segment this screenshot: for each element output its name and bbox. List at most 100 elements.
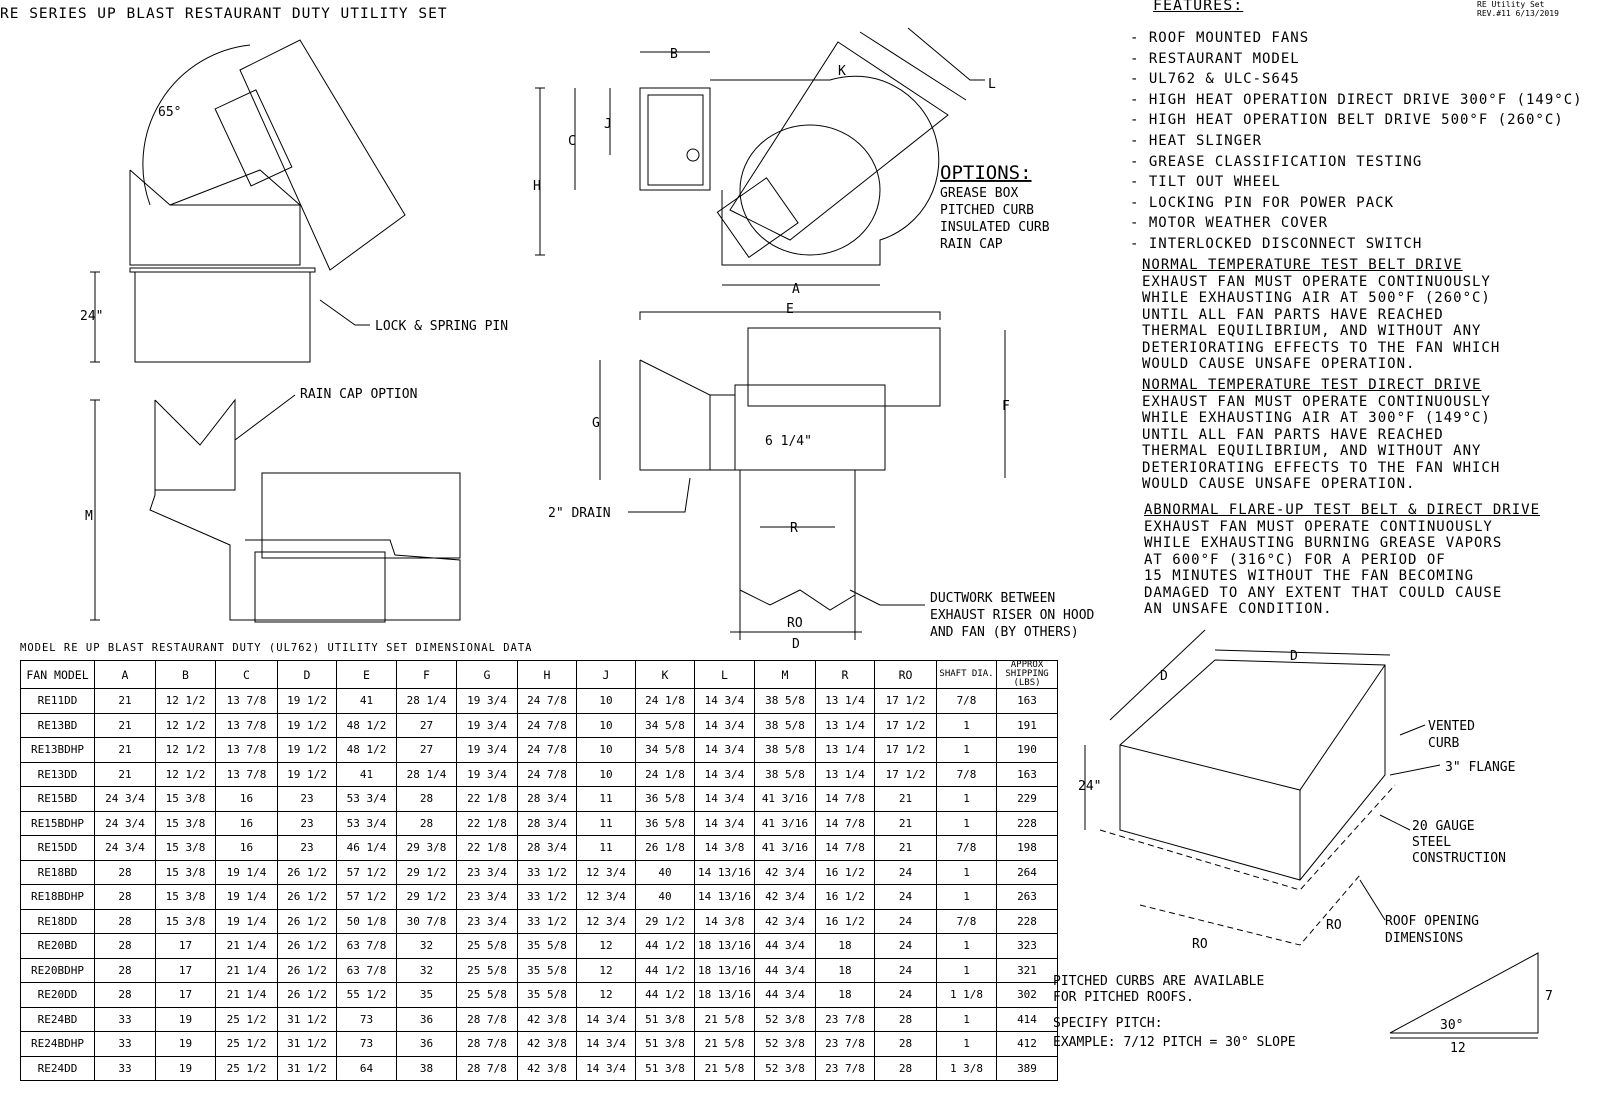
- dim-c-label: C: [568, 134, 576, 149]
- table-cell: 38 5/8: [754, 688, 816, 714]
- dim-d-label: D: [792, 637, 800, 652]
- test-line: EXHAUST FAN MUST OPERATE CONTINUOUSLY: [1144, 518, 1493, 535]
- table-cell: 19 1/2: [277, 712, 337, 738]
- table-cell: 42 3/4: [754, 859, 816, 885]
- table-cell: 21: [874, 835, 937, 861]
- pitch-example: EXAMPLE: 7/12 PITCH = 30° SLOPE: [1053, 1035, 1296, 1050]
- table-cell: 17 1/2: [874, 761, 937, 787]
- table-cell: 1: [936, 884, 997, 910]
- table-cell: 33 1/2: [517, 884, 577, 910]
- table-cell: 13 7/8: [215, 761, 278, 787]
- table-cell: 30 7/8: [396, 908, 457, 934]
- table-cell: 1 3/8: [936, 1055, 997, 1081]
- test-line: 15 MINUTES WITHOUT THE FAN BECOMING: [1144, 568, 1475, 584]
- table-cell: 52 3/8: [754, 1031, 816, 1057]
- test-line: EXHAUST FAN MUST OPERATE CONTINUOUSLY: [1142, 393, 1491, 410]
- table-cell: 163: [996, 761, 1058, 787]
- table-cell: 14 13/16: [694, 884, 755, 910]
- table-cell: 1: [936, 1031, 997, 1057]
- column-header: SHAFT DIA.: [936, 660, 997, 689]
- table-cell: 35 5/8: [517, 957, 577, 983]
- table-cell: 19 3/4: [456, 737, 518, 763]
- table-cell: 41 3/16: [754, 786, 816, 812]
- table-cell: 44 3/4: [754, 982, 816, 1008]
- table-cell: 44 1/2: [635, 982, 695, 1008]
- table-cell: 321: [996, 957, 1058, 983]
- pitch-angle-label: 30°: [1440, 1018, 1463, 1033]
- table-cell: 15 3/8: [155, 859, 216, 885]
- feature-item: - UL762 & ULC-S645: [1130, 71, 1300, 88]
- specify-pitch: SPECIFY PITCH:: [1053, 1016, 1163, 1031]
- table-cell: 15 3/8: [155, 884, 216, 910]
- table-cell: 26 1/2: [277, 859, 337, 885]
- curb-d-label-side: D: [1160, 669, 1168, 684]
- curb-ro-label: RO: [1192, 937, 1208, 952]
- table-cell: 13 1/4: [815, 688, 875, 714]
- column-header: R: [815, 660, 875, 689]
- table-cell: 12 1/2: [155, 737, 216, 763]
- table-cell: 7/8: [936, 835, 997, 861]
- table-cell: 14 3/4: [694, 712, 755, 738]
- table-cell: 1: [936, 712, 997, 738]
- table-cell: 26 1/8: [635, 835, 695, 861]
- table-cell: 18 13/16: [694, 982, 755, 1008]
- feature-item: - RESTAURANT MODEL: [1130, 50, 1300, 67]
- test-line: WOULD CAUSE UNSAFE OPERATION.: [1142, 476, 1416, 492]
- table-cell: 18: [815, 982, 875, 1008]
- table-cell: 23 7/8: [815, 1006, 875, 1032]
- feature-item: - TILT OUT WHEEL: [1130, 174, 1281, 191]
- dim-6-1-4-label: 6 1/4": [765, 434, 812, 449]
- table-cell: 25 5/8: [456, 933, 518, 959]
- table-cell: 33: [94, 1006, 156, 1032]
- table-cell: 15 3/8: [155, 835, 216, 861]
- table-cell: 26 1/2: [277, 957, 337, 983]
- table-cell: 44 1/2: [635, 933, 695, 959]
- table-cell: 10: [576, 761, 636, 787]
- rain-cap-option-label: RAIN CAP OPTION: [300, 387, 417, 402]
- table-cell: 389: [996, 1055, 1058, 1081]
- table-cell: 7/8: [936, 908, 997, 934]
- table-cell: 28 1/4: [396, 761, 457, 787]
- option-item: INSULATED CURB: [940, 220, 1050, 235]
- test-line: DETERIORATING EFFECTS TO THE FAN WHICH: [1142, 339, 1501, 356]
- feature-item: - HIGH HEAT OPERATION DIRECT DRIVE 300°F…: [1130, 91, 1583, 108]
- table-cell: 24 3/4: [94, 835, 156, 861]
- pitch-rise-label: 7: [1545, 989, 1553, 1004]
- fan-model-cell: RE15BD: [20, 786, 95, 812]
- test-line: AN UNSAFE CONDITION.: [1144, 601, 1333, 617]
- table-cell: 24: [874, 957, 937, 983]
- vented-curb-line-1: VENTED: [1428, 719, 1475, 734]
- table-cell: 24 3/4: [94, 810, 156, 836]
- table-cell: 28: [874, 1055, 937, 1081]
- column-header: C: [215, 660, 278, 689]
- table-cell: 21 5/8: [694, 1006, 755, 1032]
- column-header: A: [94, 660, 156, 689]
- rain-cap-view-drawing: [90, 394, 461, 623]
- table-cell: 22 1/8: [456, 786, 518, 812]
- table-cell: 38: [396, 1055, 457, 1081]
- test-line: EXHAUST FAN MUST OPERATE CONTINUOUSLY: [1142, 273, 1491, 290]
- table-cell: 16: [215, 786, 278, 812]
- table-cell: 35: [396, 982, 457, 1008]
- table-cell: 40: [635, 884, 695, 910]
- table-cell: 17 1/2: [874, 712, 937, 738]
- table-cell: 16 1/2: [815, 859, 875, 885]
- table-cell: 412: [996, 1031, 1058, 1057]
- dim-l-label: L: [988, 77, 996, 92]
- feature-item: - HEAT SLINGER: [1130, 132, 1263, 149]
- table-cell: 63 7/8: [336, 933, 397, 959]
- table-cell: 1: [936, 859, 997, 885]
- table-cell: 24 7/8: [517, 712, 577, 738]
- test-heading: ABNORMAL FLARE-UP TEST BELT & DIRECT DRI…: [1144, 502, 1541, 518]
- table-cell: 1 1/8: [936, 982, 997, 1008]
- table-cell: 73: [336, 1006, 397, 1032]
- table-cell: 42 3/4: [754, 908, 816, 934]
- table-cell: 16 1/2: [815, 884, 875, 910]
- table-cell: 15 3/8: [155, 786, 216, 812]
- table-cell: 14 3/8: [694, 908, 755, 934]
- dim-j-label: J: [604, 117, 612, 132]
